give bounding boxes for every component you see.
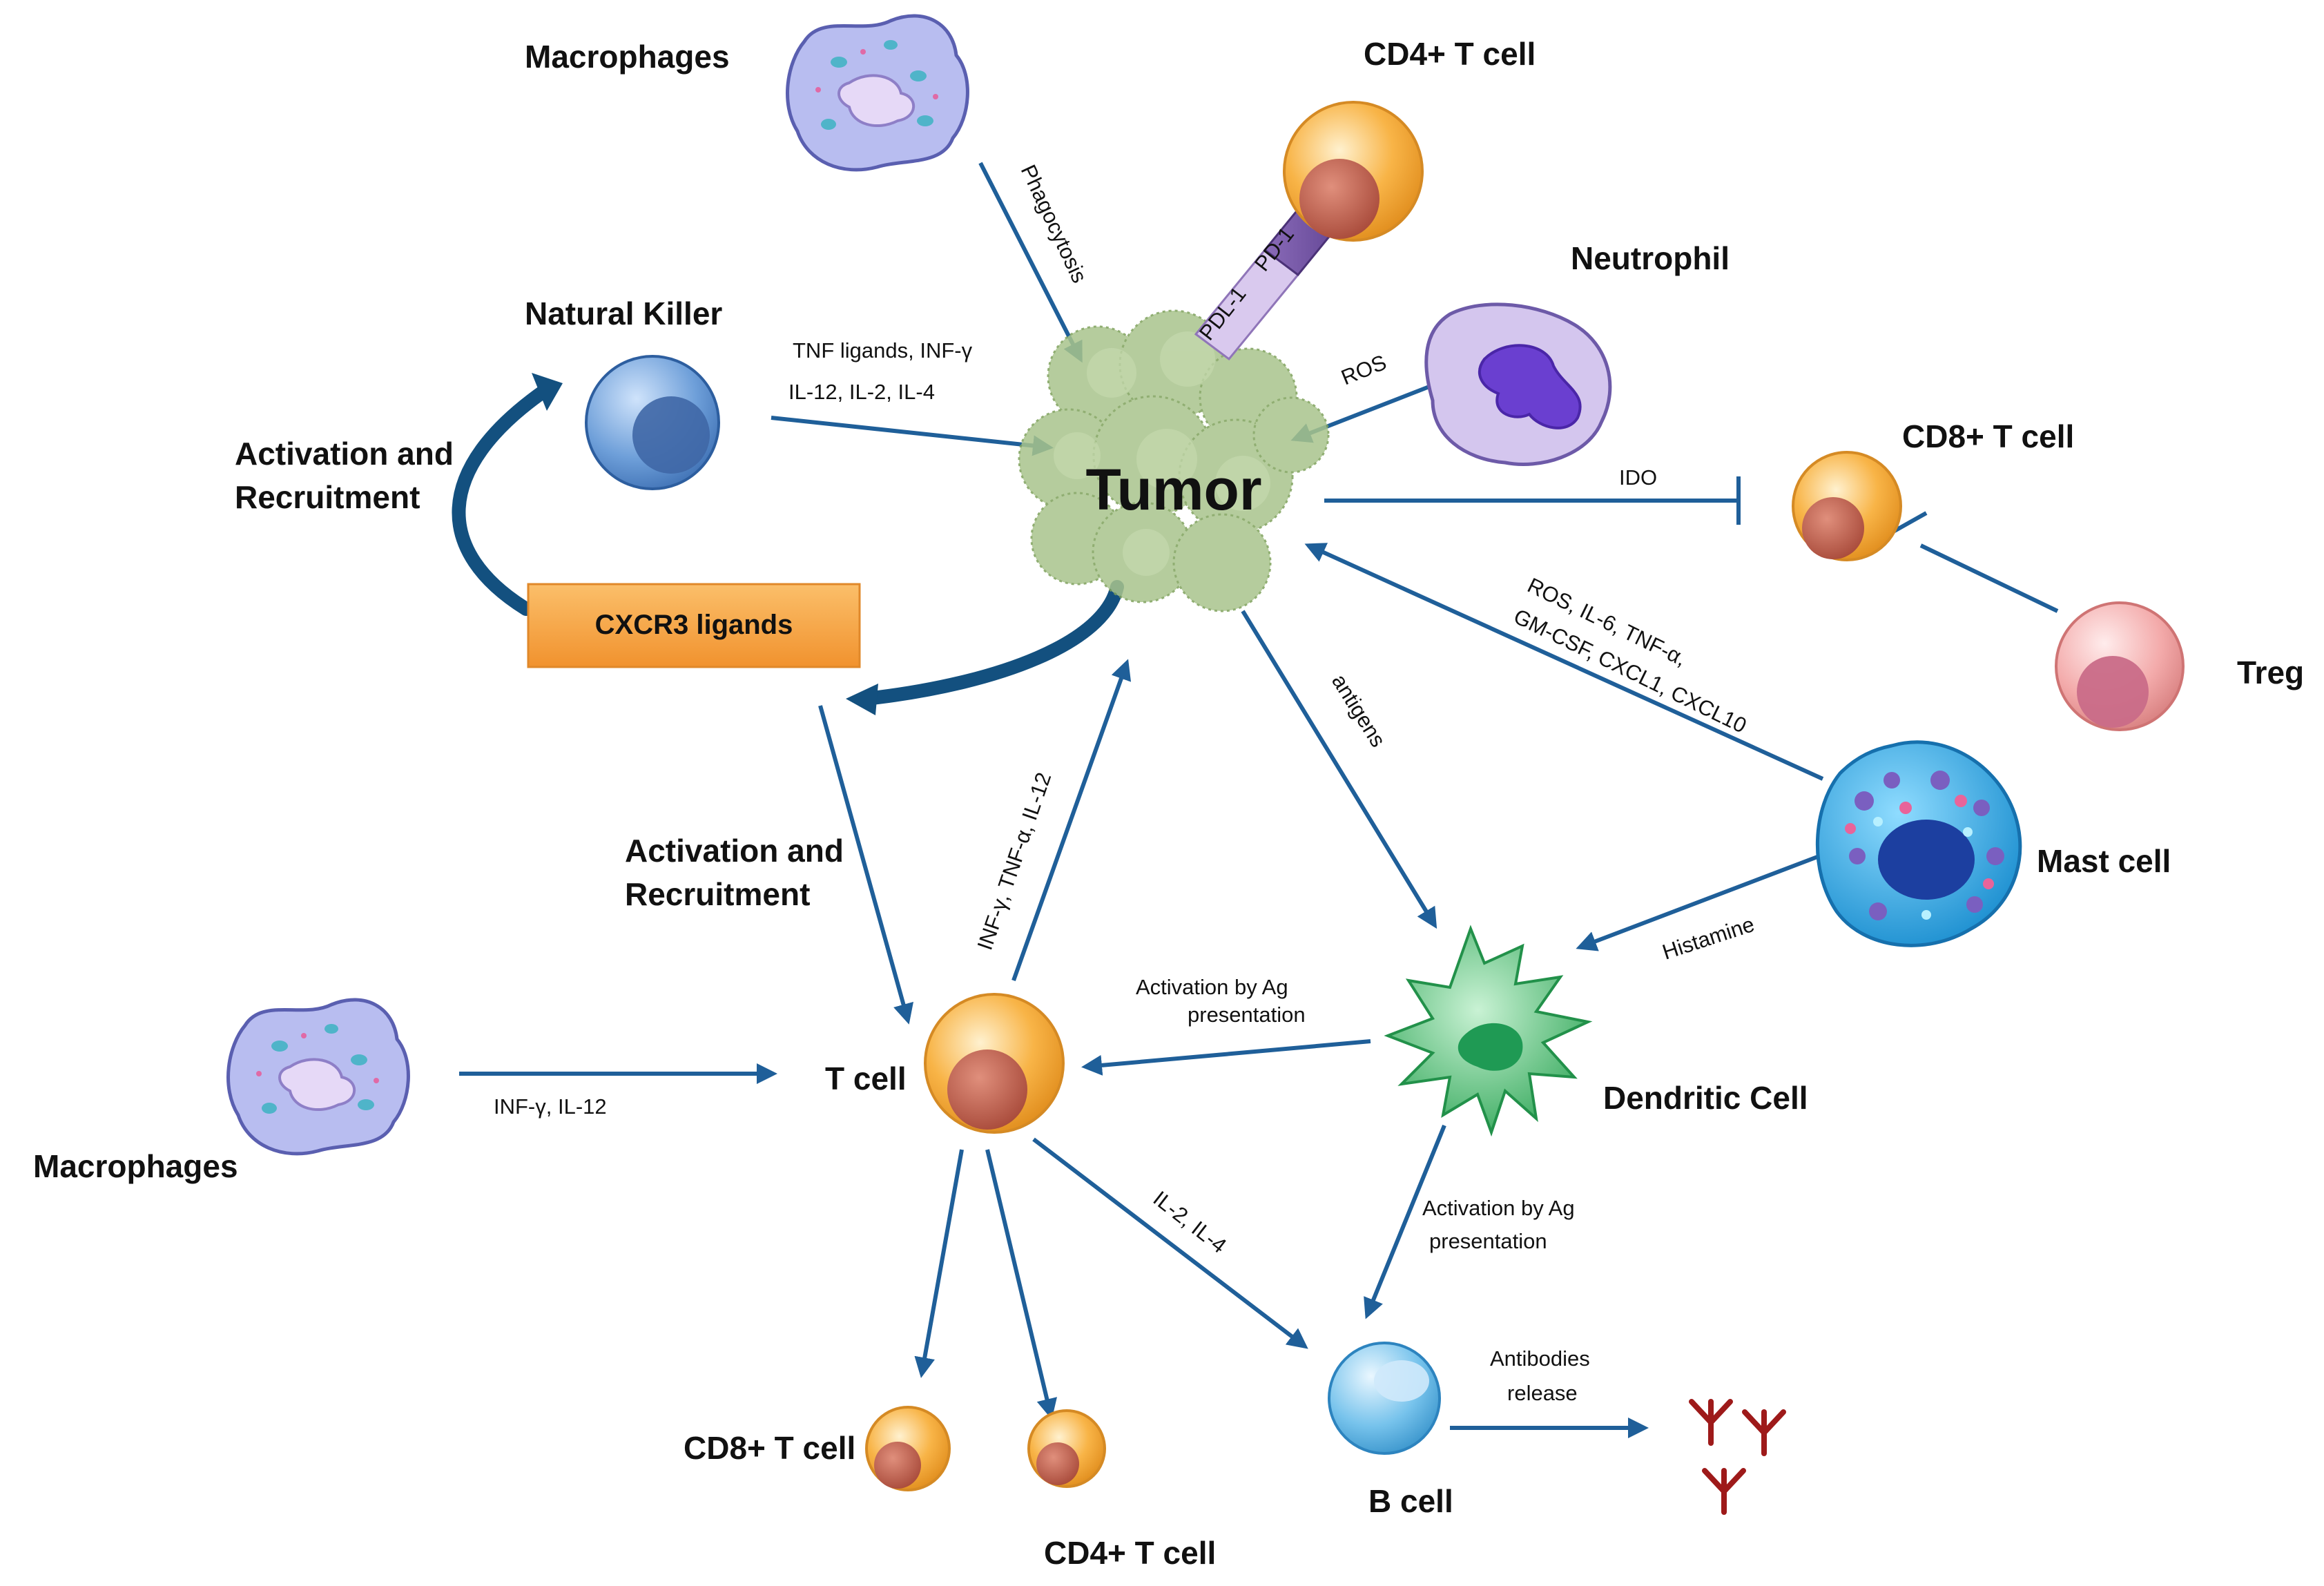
- label-cd4-bottom: CD4+ T cell: [1044, 1535, 1216, 1571]
- cell-labels: Macrophages CD4+ T cell Natural Killer N…: [33, 36, 2304, 1571]
- annot-ido: IDO: [1619, 465, 1657, 490]
- arrow-cxcr3-to-tcell: [818, 705, 914, 1025]
- cd8-t-cell-bottom-cell: [865, 1406, 951, 1491]
- macrophage-bottom-cell: [226, 998, 410, 1156]
- label-treg: Treg: [2237, 655, 2304, 690]
- neutrophil-cell: [1424, 302, 1612, 466]
- arrow-tcell-to-cd8: [914, 1149, 964, 1378]
- annot-ros: ROS: [1338, 350, 1390, 390]
- label-mast-cell: Mast cell: [2037, 843, 2171, 879]
- arrow-antigens: [1241, 610, 1437, 929]
- label-neutrophil: Neutrophil: [1571, 240, 1730, 276]
- annot-il2-il4: IL-2, IL-4: [1149, 1186, 1231, 1258]
- label-cxcr3: CXCR3 ligands: [595, 610, 793, 640]
- arrow-phagocytosis: [978, 162, 1083, 363]
- annot-antigens: antigens: [1327, 670, 1391, 751]
- arrow-mast-to-tumor: [1304, 543, 1824, 781]
- annot-histamine: Histamine: [1659, 912, 1757, 965]
- label-cd8-bottom: CD8+ T cell: [684, 1430, 855, 1466]
- antibody-3: [1702, 1468, 1746, 1515]
- label-activation-left-1: Activation and: [235, 436, 454, 472]
- arrows: [459, 162, 2059, 1438]
- label-cd8-right: CD8+ T cell: [1902, 418, 2074, 454]
- cxcr3-ligands-box: [527, 583, 861, 668]
- cd4-t-cell-top-cell: [1283, 101, 1424, 242]
- arrow-dc-to-bcell: [1364, 1124, 1446, 1319]
- annot-macro-bottom: INF-γ, IL-12: [494, 1094, 607, 1119]
- natural-killer-cell: [585, 355, 720, 490]
- label-b-cell: B cell: [1368, 1483, 1453, 1519]
- label-t-cell: T cell: [825, 1061, 907, 1096]
- inhibit-treg: [1919, 543, 2059, 613]
- label-activation-left-2: Recruitment: [235, 479, 420, 515]
- label-activation-mid-1: Activation and: [625, 833, 844, 869]
- arrow-tcell-to-bcell: [1032, 1137, 1308, 1349]
- label-tumor: Tumor: [1085, 457, 1261, 522]
- annot-phagocytosis: Phagocytosis: [1016, 161, 1092, 287]
- arrow-tcell-to-cd4: [985, 1149, 1058, 1420]
- annot-agpres-1: Activation by Ag: [1136, 975, 1288, 999]
- label-macrophages-top: Macrophages: [525, 39, 730, 75]
- label-activation-mid-2: Recruitment: [625, 876, 810, 912]
- curve-tumor-to-cxcr3-head: [846, 684, 878, 715]
- arrow-dc-to-tcell: [1081, 1039, 1371, 1076]
- mast-cell: [1816, 740, 2022, 947]
- cd8-t-cell-right-cell: [1792, 451, 1902, 561]
- annot-agpres-b-2: presentation: [1429, 1229, 1547, 1253]
- label-cd4-top: CD4+ T cell: [1364, 36, 1536, 72]
- antibody-1: [1689, 1399, 1733, 1446]
- curve-cxcr3-to-nk-head: [532, 373, 563, 411]
- annot-antibodies-2: release: [1507, 1381, 1578, 1405]
- cxcr3-box-bg: [527, 583, 861, 668]
- annot-agpres-2: presentation: [1188, 1003, 1306, 1027]
- antibody-2: [1742, 1409, 1786, 1456]
- curve-cxcr3-to-nk: [452, 383, 552, 616]
- label-dendritic-cell: Dendritic Cell: [1603, 1080, 1808, 1116]
- annot-tcell-up: INF-γ, TNF-α, IL-12: [973, 769, 1056, 953]
- t-cell-center-cell: [924, 993, 1065, 1134]
- label-natural-killer: Natural Killer: [525, 296, 722, 331]
- label-macrophages-bottom: Macrophages: [33, 1148, 238, 1184]
- treg-cell: [2055, 601, 2185, 731]
- b-cell: [1328, 1342, 1441, 1455]
- annot-agpres-b-1: Activation by Ag: [1422, 1196, 1575, 1220]
- antibodies: [1689, 1399, 1786, 1515]
- annot-antibodies-1: Antibodies: [1490, 1346, 1590, 1371]
- macrophage-top-cell: [786, 14, 969, 172]
- dendritic-cell: [1384, 925, 1593, 1137]
- activation-loop: [452, 373, 1124, 715]
- arrow-tcell-to-tumor: [1011, 659, 1132, 982]
- cd4-t-cell-bottom-cell: [1027, 1409, 1106, 1488]
- inhibit-treg-bar: [1892, 511, 1928, 534]
- annot-nk-2: IL-12, IL-2, IL-4: [788, 380, 935, 404]
- arrow-nk-to-tumor: [771, 416, 1054, 456]
- curve-tumor-to-cxcr3: [860, 580, 1124, 706]
- annot-nk-1: TNF ligands, INF-γ: [793, 338, 973, 362]
- arrow-histamine: [1576, 853, 1824, 951]
